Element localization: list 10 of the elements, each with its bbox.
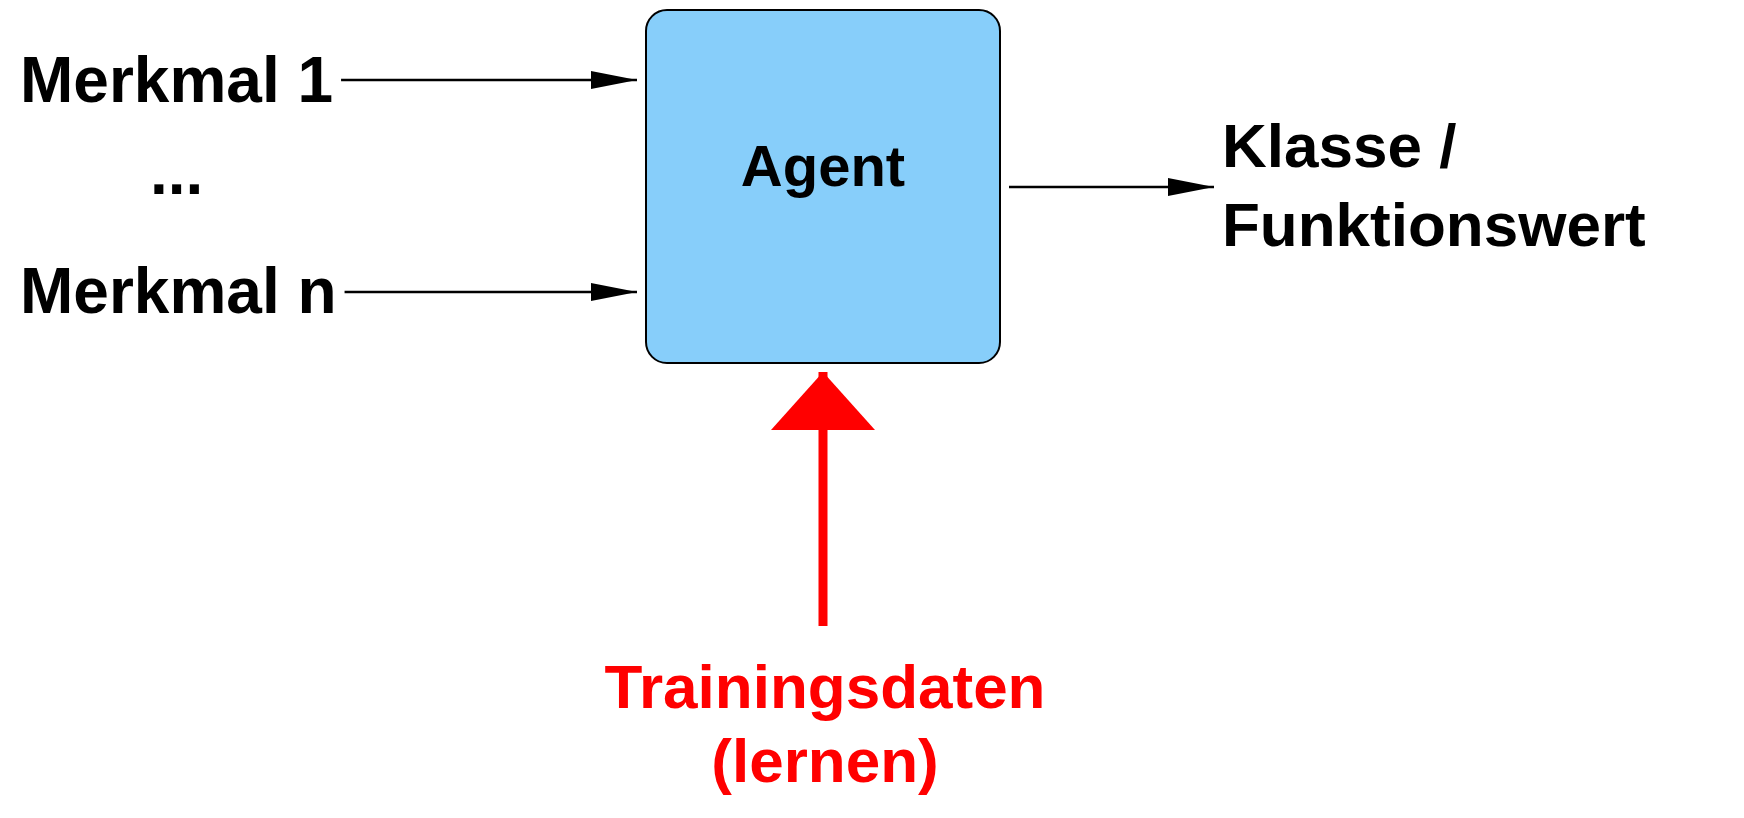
arrow [341,71,637,89]
node-label: Trainingsdaten (lernen) [540,650,1110,799]
arrow [1009,178,1214,196]
node-label: Merkmal n [20,255,337,329]
ellipsis-label: ... [150,140,204,204]
node-label: Merkmal 1 [20,44,334,118]
arrow [344,283,637,301]
process-box: Agent [645,9,1001,364]
arrow [771,372,875,626]
node-label: Klasse / Funktionswert [1222,106,1737,265]
